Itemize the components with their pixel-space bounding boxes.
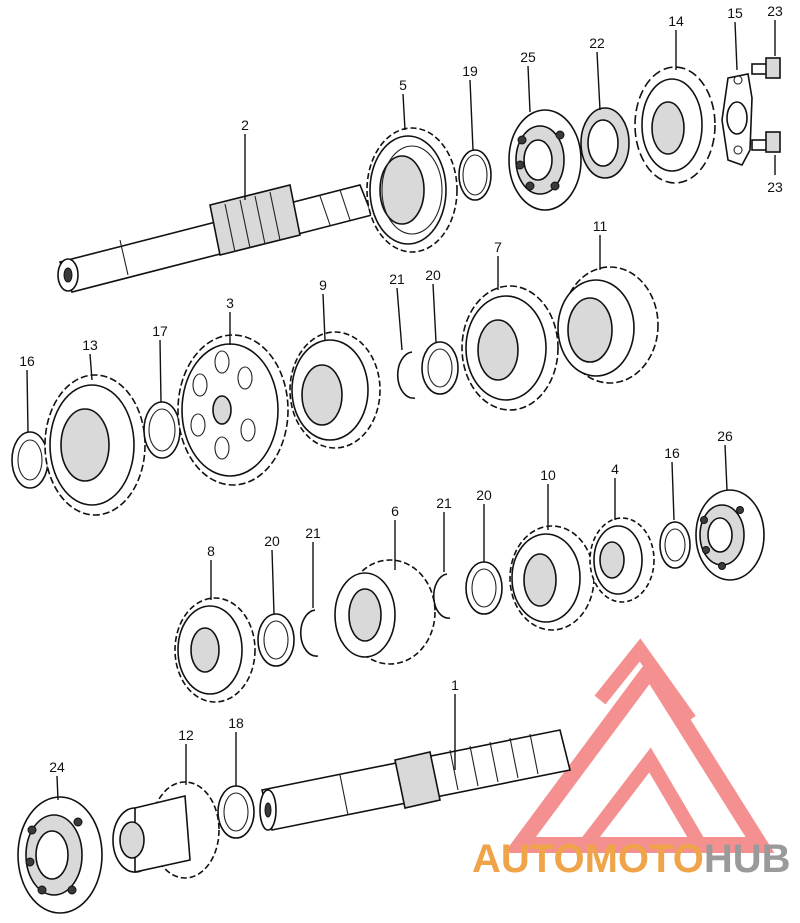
washer-20-row3-right [465, 561, 503, 615]
circlip-21-row3-right [432, 573, 451, 619]
label-part-21-row3-right: 21 [436, 495, 452, 511]
label-part-7: 7 [494, 239, 502, 255]
gear-7 [461, 285, 559, 411]
label-part-9: 9 [319, 277, 327, 293]
label-part-1: 1 [451, 677, 459, 693]
bearing-25 [508, 109, 582, 211]
label-part-21-row2: 21 [389, 271, 405, 287]
gear-13 [44, 374, 146, 516]
label-part-23-lower: 23 [767, 179, 783, 195]
label-part-5: 5 [399, 77, 407, 93]
leader-lines [26, 20, 776, 801]
watermark-part-auto: AUTO [472, 837, 585, 881]
label-part-8: 8 [207, 543, 215, 559]
label-part-24: 24 [49, 759, 65, 775]
part-labels: 1 2 3 4 5 6 7 8 9 10 11 12 13 14 15 16 1… [19, 3, 783, 775]
label-part-25: 25 [520, 49, 536, 65]
sprocket-14 [634, 66, 716, 184]
label-part-20-row3-right: 20 [476, 487, 492, 503]
watermark-logo [504, 638, 775, 853]
washer-18 [217, 785, 255, 839]
bearing-24 [17, 796, 103, 914]
label-part-13: 13 [82, 337, 98, 353]
bolt-23-lower [751, 131, 781, 153]
gear-5 [366, 127, 458, 253]
label-part-14: 14 [668, 13, 684, 29]
label-part-15: 15 [727, 5, 743, 21]
ring-19 [458, 149, 492, 201]
label-part-4: 4 [611, 461, 619, 477]
bolt-23-upper [751, 57, 781, 79]
watermark-part-hub: HUB [704, 837, 791, 881]
gear-10 [509, 525, 595, 631]
label-part-21-row3-left: 21 [305, 525, 321, 541]
label-part-2: 2 [241, 117, 249, 133]
label-part-20-row3-left: 20 [264, 533, 280, 549]
label-part-16-left: 16 [19, 353, 35, 369]
svg-text:AUTOMOTOHUB: AUTOMOTOHUB [472, 837, 791, 881]
washer-20-row3-left [257, 613, 295, 667]
label-part-17: 17 [152, 323, 168, 339]
label-part-10: 10 [540, 467, 556, 483]
washer-16-left [11, 431, 49, 489]
washer-16-right [659, 521, 691, 569]
mainshaft [259, 729, 571, 831]
ring-17 [143, 401, 181, 459]
label-part-20-row2: 20 [425, 267, 441, 283]
circlip-21-row3-left [299, 609, 319, 657]
label-part-18: 18 [228, 715, 244, 731]
watermark-text: AUTOMOTOHUB [472, 837, 791, 881]
gear-3 [177, 334, 289, 486]
oil-seal-22 [580, 107, 630, 179]
label-part-11: 11 [593, 218, 608, 234]
label-part-6: 6 [391, 503, 399, 519]
label-part-3: 3 [226, 295, 234, 311]
label-part-26: 26 [717, 428, 733, 444]
bearing-26 [695, 489, 765, 581]
label-part-16-right: 16 [664, 445, 680, 461]
gear-4 [589, 517, 655, 603]
gear-9 [289, 331, 381, 449]
countershaft [57, 184, 374, 293]
fixing-plate-15 [721, 73, 753, 166]
circlip-21-row2 [396, 351, 416, 399]
washer-20-row2 [421, 341, 459, 395]
gear-8 [174, 597, 256, 703]
gear-6 [334, 559, 436, 665]
label-part-23-upper: 23 [767, 3, 783, 19]
gear-11 [557, 266, 659, 384]
label-part-19: 19 [462, 63, 478, 79]
watermark-part-moto: MOTO [585, 837, 704, 881]
label-part-22: 22 [589, 35, 605, 51]
gear-12 [112, 781, 220, 879]
label-part-12: 12 [178, 727, 194, 743]
